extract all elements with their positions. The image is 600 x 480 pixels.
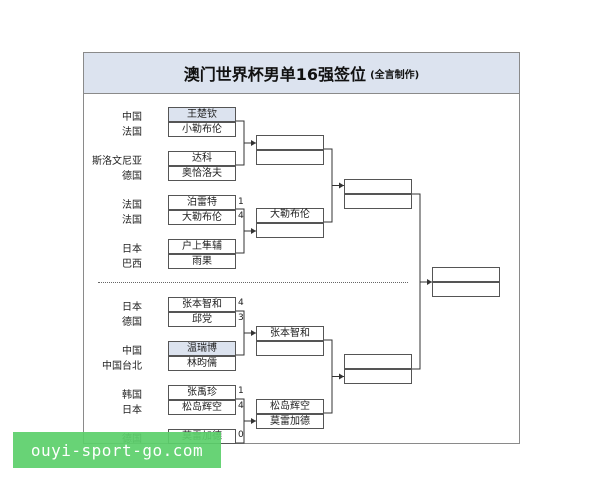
country-label: 巴西: [122, 259, 142, 270]
country-label: 中国: [122, 346, 142, 357]
country-label: 斯洛文尼亚: [92, 156, 142, 167]
quarterfinal-cell: [344, 369, 412, 384]
player-cell: 邱党: [168, 312, 236, 327]
quarterfinal-cell: [344, 179, 412, 194]
player-cell: 张禹珍: [168, 385, 236, 400]
match-score: 4: [238, 211, 244, 221]
player-cell: 小勒布伦: [168, 122, 236, 137]
round2-cell: [256, 208, 324, 223]
round2-cell: [256, 150, 324, 165]
connector-r1: [236, 120, 245, 166]
watermark-text: ouyi-sport-go.com: [30, 440, 204, 460]
country-label: 德国: [122, 317, 142, 328]
player-cell: 林昀儒: [168, 356, 236, 371]
match-score: 3: [238, 313, 244, 323]
country-label: 德国: [122, 171, 142, 182]
match-score: 0: [238, 430, 244, 440]
round2-cell: [256, 135, 324, 150]
player-cell: 户上隼辅: [168, 239, 236, 254]
connector-arrow: [251, 418, 256, 424]
connector-arrow: [251, 228, 256, 234]
country-label: 日本: [122, 302, 142, 313]
country-label: 中国: [122, 112, 142, 123]
title-note: (全言制作): [370, 69, 420, 81]
player-cell: 奥恰洛夫: [168, 166, 236, 181]
player-cell: 泊雷特: [168, 195, 236, 210]
player-cell: 张本智和: [168, 297, 236, 312]
player-cell: 温瑞博: [168, 341, 236, 356]
match-score: 4: [238, 401, 244, 411]
round2-cell: [256, 223, 324, 238]
country-label: 法国: [122, 127, 142, 138]
title-bar: 澳门世界杯男单16强签位 (全言制作): [84, 53, 519, 94]
round2-cell-label: 大勒布伦: [270, 209, 310, 220]
player-cell: 大勒布伦: [168, 210, 236, 225]
semifinal-cell: [432, 267, 500, 282]
player-cell: 雨果: [168, 254, 236, 269]
country-label: 日本: [122, 244, 142, 255]
country-label: 法国: [122, 215, 142, 226]
match-score: 1: [238, 197, 244, 207]
connector-arrow: [427, 279, 432, 285]
page-title: 澳门世界杯男单16强签位: [183, 65, 367, 84]
match-score: 4: [238, 298, 244, 308]
semifinal-cell: [432, 282, 500, 297]
round2-cell: 松岛辉空: [256, 399, 324, 414]
connector-arrow: [251, 330, 256, 336]
quarterfinal-cell: [344, 354, 412, 369]
round2-cell: [256, 341, 324, 356]
connector-arrow: [339, 373, 344, 380]
player-cell: 王楚钦: [168, 107, 236, 122]
connector-r2: [324, 339, 333, 414]
quarterfinal-cell: [344, 194, 412, 209]
country-label: 日本: [122, 405, 142, 416]
match-score: 1: [238, 386, 244, 396]
country-label: 法国: [122, 200, 142, 211]
player-cell: 达科: [168, 151, 236, 166]
connector-r2: [324, 148, 333, 223]
connector-arrow: [251, 140, 256, 146]
bracket-sheet: 澳门世界杯男单16强签位 (全言制作): [83, 52, 520, 444]
round2-cell: 莫雷加德: [256, 414, 324, 429]
connector-arrow: [339, 182, 344, 189]
country-label: 韩国: [122, 390, 142, 401]
half-divider: [98, 282, 408, 283]
watermark-banner: ouyi-sport-go.com: [13, 432, 221, 468]
connector-qf: [412, 193, 421, 370]
country-label: 中国台北: [102, 361, 142, 372]
player-cell: 松岛辉空: [168, 400, 236, 415]
round2-cell: 张本智和: [256, 326, 324, 341]
